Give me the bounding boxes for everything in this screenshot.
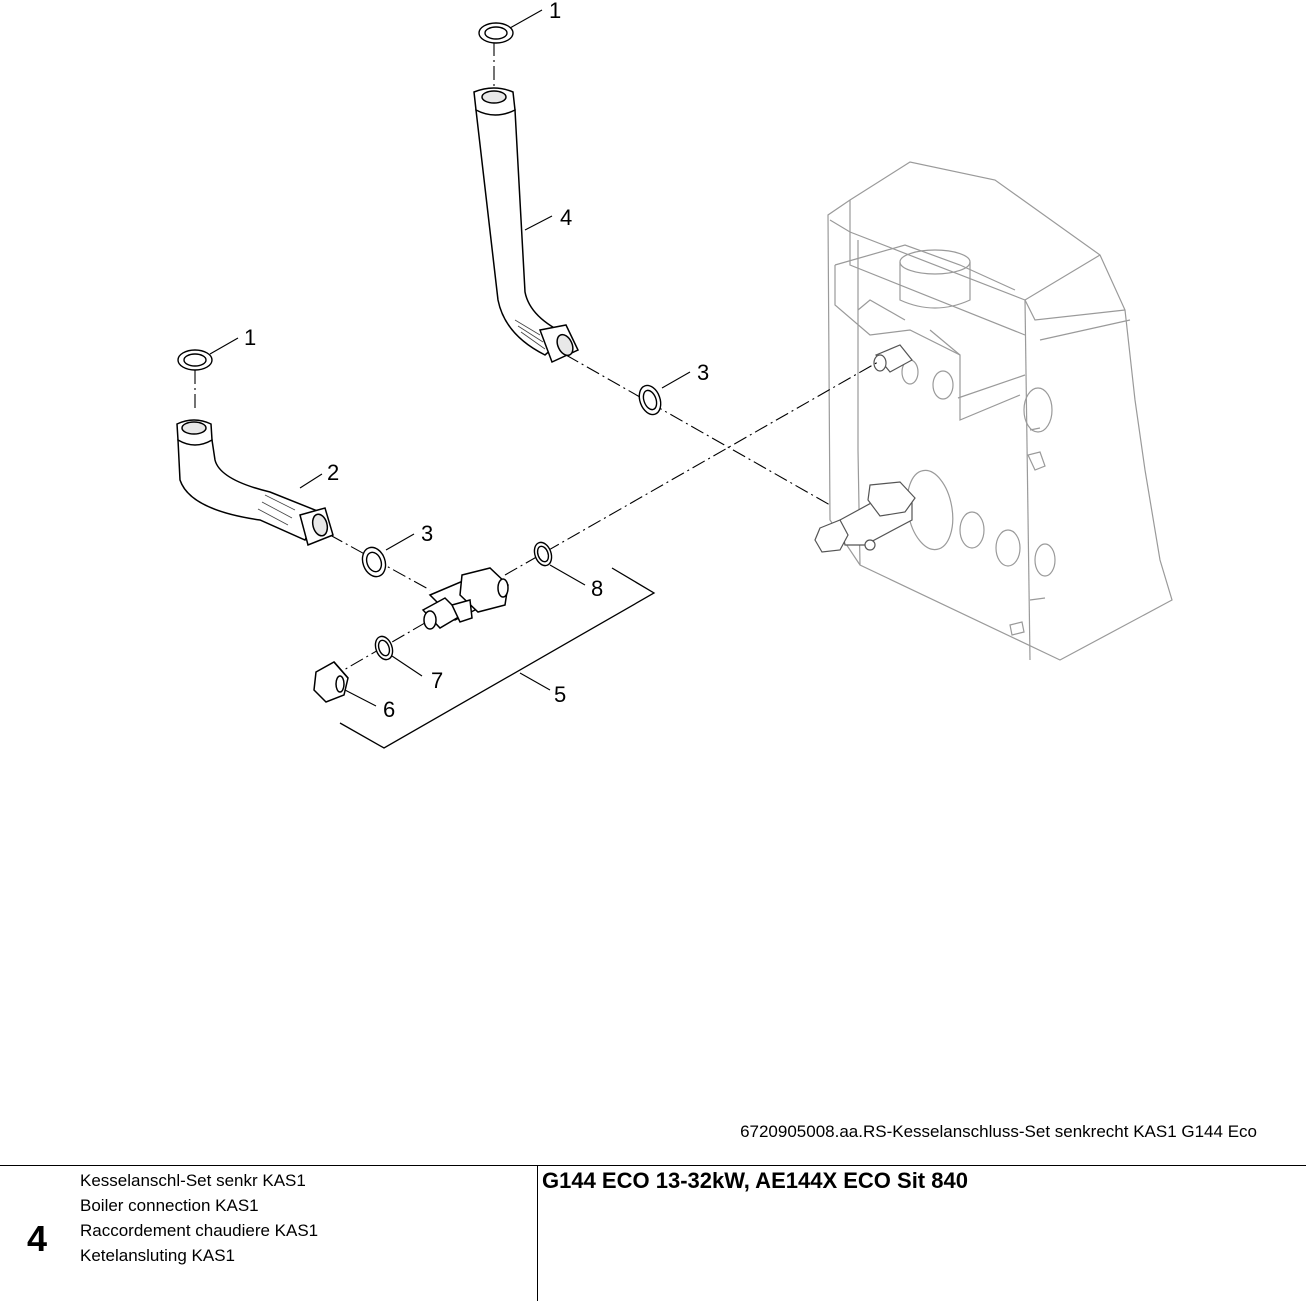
description-de: Kesselanschl-Set senkr KAS1: [80, 1171, 306, 1190]
parts-list-footer: 4 Kesselanschl-Set senkr KAS1 Boiler con…: [0, 1165, 1306, 1301]
callout-1-lower: 1: [244, 325, 256, 350]
model-title: G144 ECO 13-32kW, AE144X ECO Sit 840: [542, 1168, 968, 1193]
boiler-fittings: [814, 344, 916, 553]
o-ring-3-upper: [638, 384, 662, 416]
assembly-description: Kesselanschl-Set senkr KAS1 Boiler conne…: [80, 1168, 318, 1268]
washer-1-lower: [177, 349, 213, 371]
callout-3-lower: 3: [421, 521, 433, 546]
page-number: 4: [27, 1218, 48, 1259]
callout-3-upper: 3: [697, 360, 709, 385]
assembly-centerlines: [194, 42, 879, 679]
pipe-part-2: [176, 419, 334, 547]
description-nl: Ketelansluting KAS1: [80, 1246, 235, 1265]
description-fr: Raccordement chaudiere KAS1: [80, 1221, 319, 1240]
callout-7: 7: [431, 668, 443, 693]
washer-1-top: [478, 22, 514, 44]
footer-divider: [537, 1166, 538, 1301]
description-en: Boiler connection KAS1: [80, 1196, 259, 1215]
callout-2: 2: [327, 460, 339, 485]
callout-8: 8: [591, 576, 603, 601]
plug-6: [313, 661, 349, 703]
callout-4: 4: [560, 205, 572, 230]
drawing-reference-caption: 6720905008.aa.RS-Kesselanschluss-Set sen…: [740, 1122, 1257, 1141]
callout-5: 5: [554, 682, 566, 707]
callout-labels: 1 4 3 1 2 3 8 7 5 6: [244, 0, 709, 722]
set-5-bracket: [339, 567, 656, 749]
o-ring-8: [533, 541, 553, 567]
o-ring-3-lower: [361, 546, 387, 578]
pipe-part-4: [473, 87, 580, 364]
callout-6: 6: [383, 697, 395, 722]
leader-lines: [209, 9, 691, 707]
t-fitting: [421, 567, 509, 630]
boiler-block: [827, 161, 1173, 661]
exploded-parts-diagram: 1 4 3 1 2 3 8 7 5 6: [176, 0, 1173, 749]
callout-1-top: 1: [549, 0, 561, 23]
seal-ring-7: [374, 635, 394, 661]
